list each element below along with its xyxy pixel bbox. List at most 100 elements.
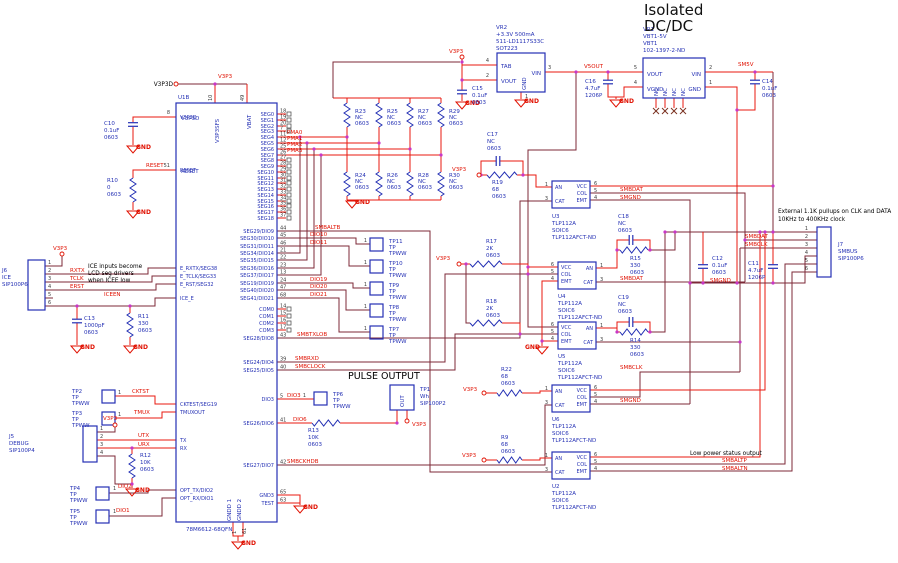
component-label: 0603	[501, 381, 515, 387]
net-label: UTX	[138, 433, 149, 439]
component-label: C13	[84, 316, 95, 322]
component-label: 10K	[140, 460, 151, 466]
component-label: NC	[618, 221, 626, 227]
pin-number: 1	[113, 486, 116, 492]
component-label: 2K	[486, 246, 493, 252]
wire	[277, 143, 308, 261]
wire	[522, 390, 552, 394]
gnd-label: GND	[133, 344, 148, 351]
component-label: 0603	[104, 135, 118, 141]
ic-pin-label: TEST	[261, 501, 275, 507]
pin-number: 6	[594, 385, 597, 391]
component-label: +3.3V 500mA	[496, 32, 535, 38]
component-label: TPWW	[388, 317, 407, 323]
pin-number: 65	[280, 490, 286, 496]
component-label: 330	[138, 321, 149, 327]
component-label: TPWW	[69, 521, 88, 527]
wire	[277, 230, 552, 473]
pin-number: 24	[280, 278, 286, 284]
pin-number: 4	[805, 250, 808, 256]
pin-number: 1	[100, 426, 103, 432]
page-title-line2: DC/DC	[644, 17, 694, 35]
power-terminal	[459, 54, 465, 60]
pin-number: 28	[280, 161, 286, 167]
junction-dot	[130, 482, 134, 486]
component-label: R30	[449, 173, 460, 179]
wire	[541, 280, 558, 346]
component-label: R23	[355, 109, 366, 115]
component-label: 0603	[308, 442, 322, 448]
pin-number: 31	[280, 178, 286, 184]
gnd-label: GND	[303, 504, 318, 511]
pin-number: 5	[594, 459, 597, 465]
wire	[132, 116, 176, 122]
ic-pin-label: SEG40/DIO20	[240, 288, 274, 294]
component-label: VR2	[496, 25, 507, 31]
ic-pin-label: SEG17	[257, 210, 274, 216]
connector-TP1	[389, 384, 415, 411]
no-connect-square	[286, 327, 292, 333]
resistor-symbol	[437, 171, 445, 197]
wire	[277, 245, 370, 267]
optocoupler-U4	[557, 261, 597, 290]
junction-dot	[395, 421, 399, 425]
component-label: R13	[308, 428, 319, 434]
component-label: TLP112A	[557, 301, 582, 307]
component-label: TP1	[419, 387, 430, 393]
ic-pin-label: E_TCLK/SEG33	[180, 274, 216, 280]
ic-pin-label: SEG7	[261, 153, 274, 159]
component-label: ICE	[2, 275, 11, 281]
component-label: NC	[618, 302, 626, 308]
pin-number: 16	[280, 318, 286, 324]
component-label: TPWW	[71, 401, 90, 407]
component-label: V3P3SFS	[215, 118, 221, 143]
net-label: PMA2	[287, 142, 302, 148]
net-label: URX	[138, 442, 150, 448]
pin-number: 1	[364, 304, 367, 310]
pin-number: 4	[100, 450, 103, 456]
gnd-symbol	[292, 505, 308, 514]
net-label: DIO20	[310, 284, 328, 290]
pin-number: 1	[364, 260, 367, 266]
resistor-symbol	[406, 102, 414, 128]
no-connect-square	[286, 198, 292, 204]
component-label: VBAT	[247, 114, 253, 129]
pin-number: 33	[280, 190, 286, 196]
component-label: 0603	[501, 449, 515, 455]
component-label: TLP112A	[551, 221, 576, 227]
component-label: OUT	[400, 395, 406, 407]
ic-pin-label: SEG37/DIO17	[240, 273, 274, 279]
wire	[277, 297, 370, 333]
annotation: 10KHz to 400KHz clock	[778, 217, 846, 223]
pin-number: 1	[118, 412, 121, 418]
pin-number: 4	[594, 195, 597, 201]
net-label: DIO21	[310, 292, 327, 298]
component-label: 2K	[486, 306, 493, 312]
ic-pin-label: DIO3	[262, 397, 274, 403]
pin-number: 2	[100, 434, 103, 440]
nc-x-mark	[652, 107, 660, 115]
junction-dot	[648, 248, 652, 252]
component-label: TLP112AFCT-ND	[551, 235, 596, 241]
component-label: TAB	[500, 64, 512, 70]
annotation: PULSE OUTPUT	[348, 371, 420, 382]
resistor-symbol	[496, 389, 523, 397]
component-label: 0603	[84, 330, 98, 336]
net-label: RXTX	[70, 268, 85, 274]
no-connect-square	[286, 192, 292, 198]
pin-number: 10	[208, 95, 214, 101]
net-label: DIO3	[287, 393, 301, 399]
ic-pin-label: E_RXTX/SEG38	[180, 266, 217, 272]
wire	[277, 273, 558, 363]
pin-number: 3	[48, 276, 51, 282]
component-label: TLP112AFCT-ND	[551, 505, 596, 511]
ic-pin-label: SEG1	[261, 118, 274, 124]
resistor-symbol	[128, 453, 136, 479]
gnd-symbol	[344, 200, 360, 209]
wire	[277, 494, 301, 504]
ic-pin-label: ICE_E	[180, 296, 194, 302]
component-label: SIP100P4	[9, 448, 35, 454]
component-label: TP	[332, 398, 340, 404]
ic-78M6612	[175, 102, 278, 523]
net-label: PMA0	[287, 130, 303, 136]
